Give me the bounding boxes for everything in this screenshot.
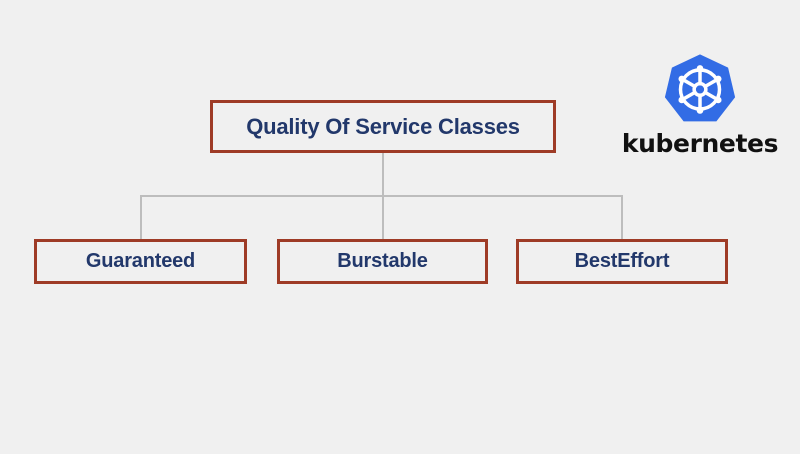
node-guaranteed: Guaranteed xyxy=(34,239,247,284)
node-root-label: Quality Of Service Classes xyxy=(246,113,520,139)
node-quality-of-service-classes: Quality Of Service Classes xyxy=(210,100,556,153)
kubernetes-logo: kubernetes xyxy=(620,52,780,160)
kubernetes-helm-wheel-icon xyxy=(664,54,736,122)
node-burstable: Burstable xyxy=(277,239,488,284)
node-besteffort-label: BestEffort xyxy=(574,250,670,272)
kubernetes-wordmark: kubernetes xyxy=(621,129,779,158)
node-besteffort: BestEffort xyxy=(516,239,728,284)
node-burstable-label: Burstable xyxy=(337,250,428,272)
node-guaranteed-label: Guaranteed xyxy=(85,250,196,272)
connector-horizontal-bar xyxy=(140,195,623,197)
connector-root-to-burstable xyxy=(382,152,384,283)
